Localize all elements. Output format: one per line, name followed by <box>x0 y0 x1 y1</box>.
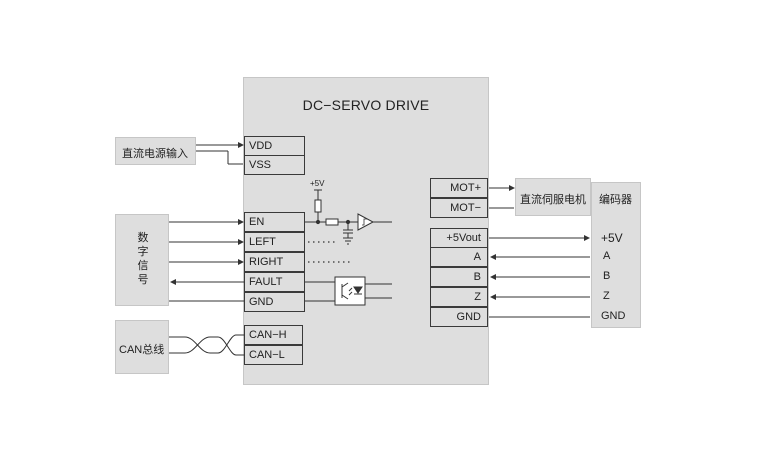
schmitt-symbol <box>362 218 367 226</box>
dc-servo-motor-label: 直流伺服电机 <box>520 194 586 206</box>
pullup-resistor <box>314 199 322 213</box>
pullup-5v-label: +5V <box>310 179 325 188</box>
digital-signal-char: 字 <box>137 246 149 258</box>
digital-signal-label: 数字信号 <box>133 231 153 287</box>
encoder-label: 编码器 <box>599 194 632 206</box>
can-bus-block: CAN总线 <box>115 320 169 374</box>
digital-signal-char: 号 <box>137 274 149 286</box>
series-resistor <box>325 218 339 226</box>
encoder-pin-5v: +5V <box>601 231 623 245</box>
terminal-enc-a: A <box>430 247 488 267</box>
terminal-5vout: +5Vout <box>430 228 488 248</box>
encoder-block: 编码器 +5V A B Z GND <box>591 182 641 328</box>
dc-servo-motor-block: 直流伺服电机 <box>515 178 591 216</box>
terminal-right: RIGHT <box>244 252 305 272</box>
terminal-enc-gnd: GND <box>430 307 488 327</box>
opto-light-1 <box>348 287 353 292</box>
opto-light-2 <box>348 291 353 296</box>
terminal-en: EN <box>244 212 305 232</box>
dc-power-input-block: 直流电源输入 <box>115 137 196 165</box>
encoder-pin-b: B <box>603 270 611 282</box>
terminal-left: LEFT <box>244 232 305 252</box>
can-l-wire <box>169 336 244 356</box>
encoder-pin-gnd: GND <box>601 310 626 322</box>
schmitt-buffer <box>357 213 375 231</box>
opto-collector <box>341 282 349 288</box>
terminal-vss: VSS <box>244 155 305 175</box>
dc-power-input-label: 直流电源输入 <box>122 148 188 160</box>
terminal-fault: FAULT <box>244 272 305 292</box>
terminal-can-h: CAN−H <box>244 325 303 345</box>
opto-emitter <box>341 294 349 300</box>
encoder-pin-a: A <box>603 250 611 262</box>
terminal-vdd: VDD <box>244 136 305 156</box>
terminal-gnd: GND <box>244 292 305 312</box>
digital-signal-char: 信 <box>137 260 149 272</box>
digital-signal-char: 数 <box>137 232 149 244</box>
can-bus-label: CAN总线 <box>119 344 165 356</box>
terminal-enc-z: Z <box>430 287 488 307</box>
terminal-enc-b: B <box>430 267 488 287</box>
opto-led <box>353 286 363 294</box>
optocoupler <box>334 276 366 306</box>
terminal-mot-plus: MOT+ <box>430 178 488 198</box>
digital-signal-block: 数字信号 <box>115 214 169 306</box>
drive-title: DC−SERVO DRIVE <box>302 97 430 113</box>
encoder-pin-z: Z <box>603 290 610 302</box>
en-junction <box>315 219 321 225</box>
terminal-can-l: CAN−L <box>244 345 303 365</box>
can-h-wire <box>169 334 244 354</box>
terminal-mot-minus: MOT− <box>430 198 488 218</box>
